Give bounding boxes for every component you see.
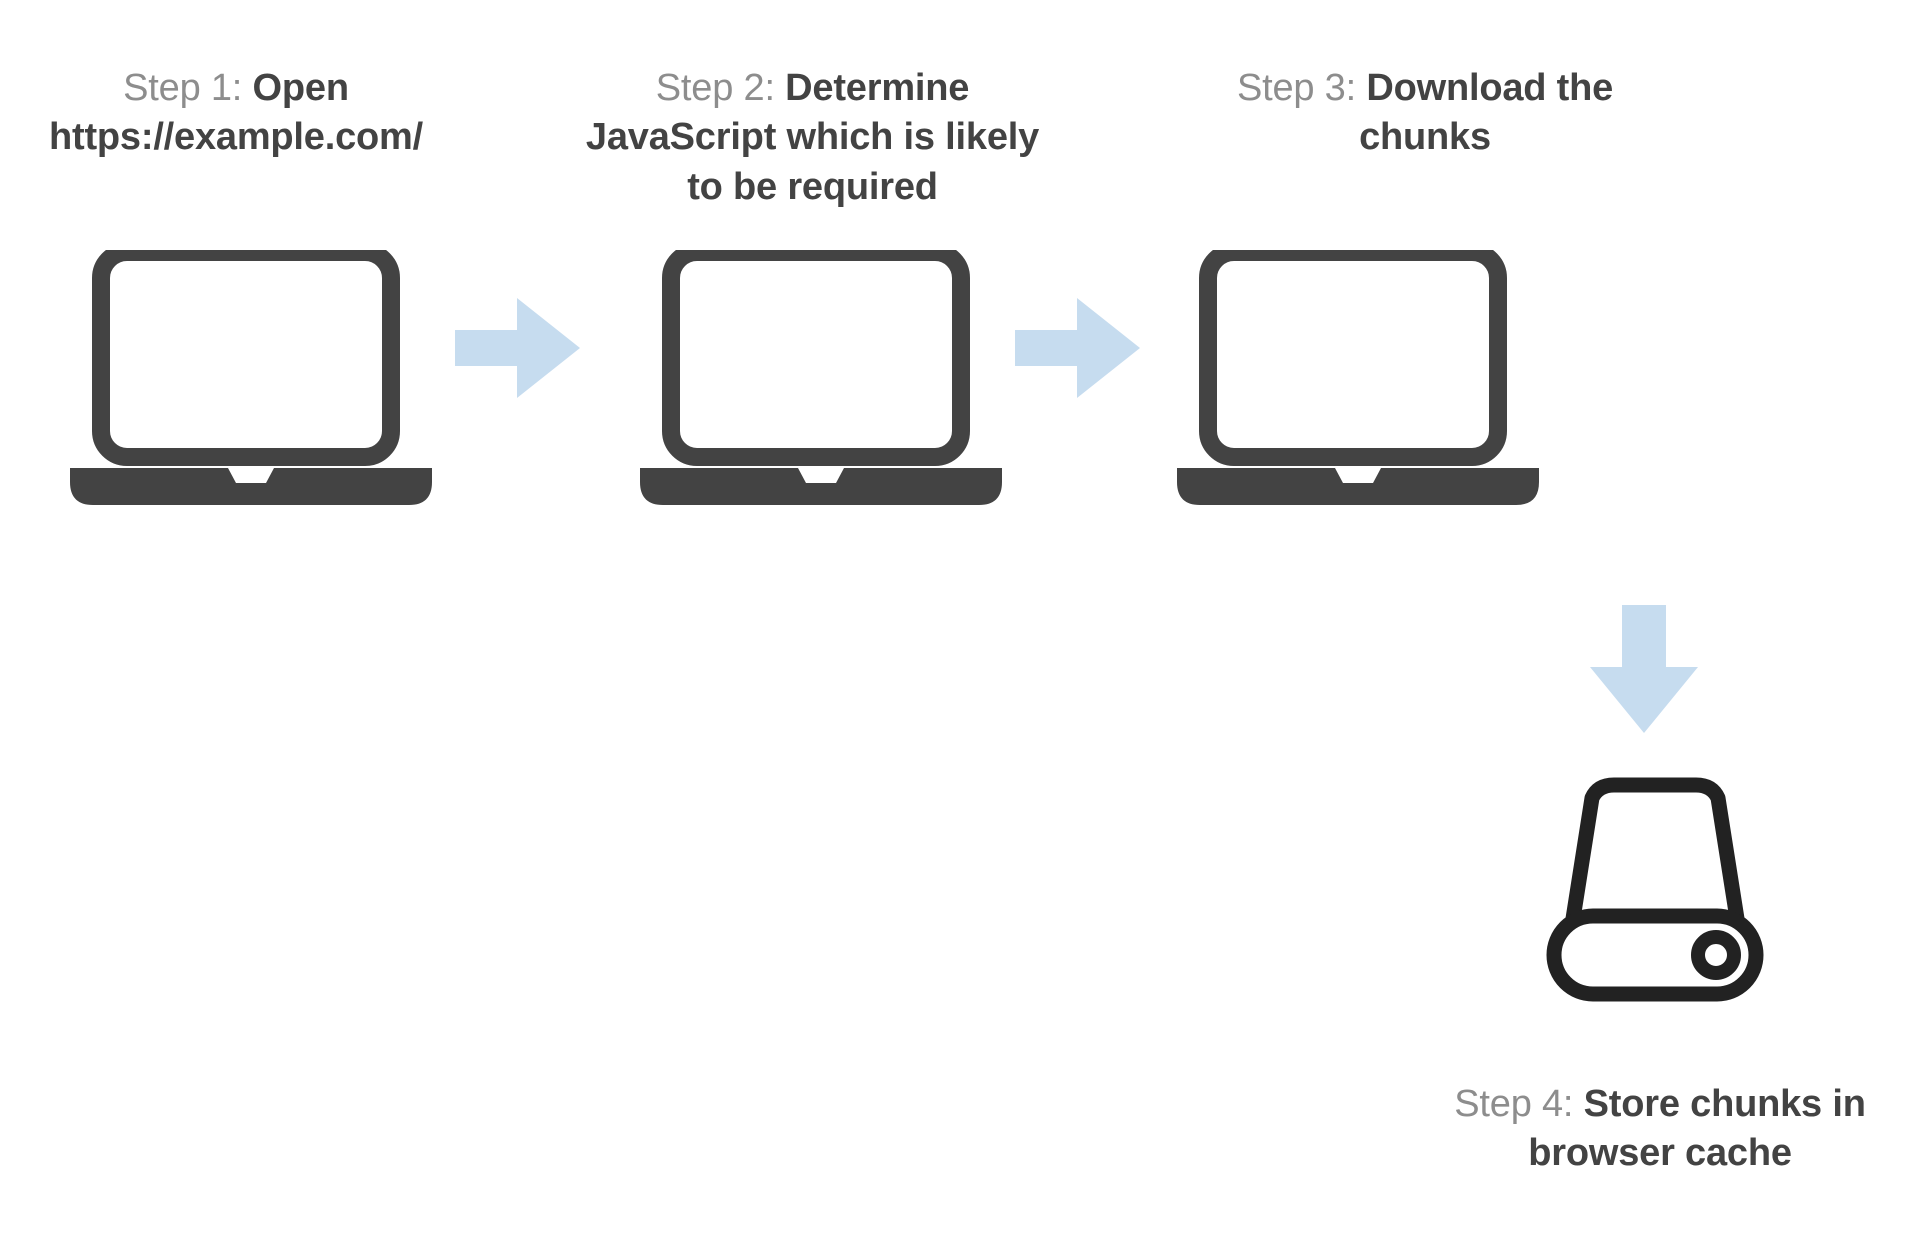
step-4-caption: Step 4: Store chunks in browser cache xyxy=(1440,1080,1880,1179)
step-4-text: Store chunks in browser cache xyxy=(1528,1083,1866,1175)
laptop-icon xyxy=(1175,250,1595,565)
step-2-label: Step 2: xyxy=(655,67,775,109)
step-1-text: Open https://example.com/ xyxy=(49,67,423,159)
step-1-caption: Step 1: Open https://example.com/ xyxy=(16,64,456,163)
arrow-right-icon xyxy=(1015,298,1140,398)
step-3-label: Step 3: xyxy=(1236,67,1356,109)
step-3-text: Download the chunks xyxy=(1359,67,1614,159)
arrow-right-icon xyxy=(455,298,580,398)
hard-drive-icon xyxy=(1530,775,1780,1005)
step-4-label: Step 4: xyxy=(1454,1083,1574,1125)
step-1-label: Step 1: xyxy=(123,67,243,109)
step-2-text: Determine JavaScript which is likely to … xyxy=(585,67,1040,208)
step-2-caption: Step 2: Determine JavaScript which is li… xyxy=(565,64,1060,212)
arrow-down-icon xyxy=(1590,605,1698,733)
laptop-icon xyxy=(638,250,1058,565)
step-3-caption: Step 3: Download the chunks xyxy=(1205,64,1645,163)
laptop-icon xyxy=(68,250,488,565)
